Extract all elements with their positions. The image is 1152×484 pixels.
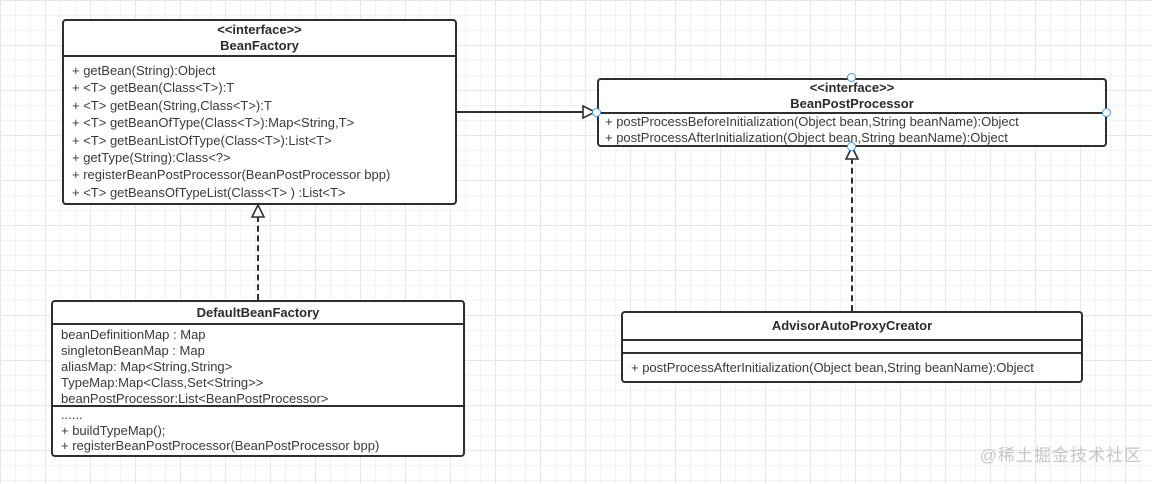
member-line: beanDefinitionMap : Map xyxy=(61,327,206,342)
member-line: + postProcessBeforeInitialization(Object… xyxy=(605,114,1019,129)
class-box-advisorautoproxycreator[interactable]: AdvisorAutoProxyCreator + postProcessAft… xyxy=(621,311,1083,383)
class-box-beanpostprocessor[interactable]: <<interface>> BeanPostProcessor + postPr… xyxy=(597,78,1107,147)
class-name-label: AdvisorAutoProxyCreator xyxy=(771,318,933,333)
class-name-label: BeanPostProcessor xyxy=(790,96,914,111)
member-line: + <T> getBean(String,Class<T>):T xyxy=(72,97,272,113)
member-line: + getType(String):Class<?> xyxy=(72,150,231,166)
class-title: <<interface>> BeanFactory xyxy=(64,21,455,55)
anchor-point-right[interactable] xyxy=(1102,108,1111,117)
connector-beanfactory-to-beanpostprocessor[interactable] xyxy=(457,111,583,113)
hollow-triangle-up-icon xyxy=(844,145,860,160)
stereotype-label: <<interface>> xyxy=(809,80,895,95)
connector-defaultbeanfactory-to-beanfactory[interactable] xyxy=(257,216,259,300)
member-line: + postProcessAfterInitialization(Object … xyxy=(605,129,1008,145)
member-line: ...... xyxy=(61,407,83,422)
class-name-label: DefaultBeanFactory xyxy=(196,305,320,320)
member-line: + <T> getBeanOfType(Class<T>):Map<String… xyxy=(72,115,355,131)
member-line: aliasMap: Map<String,String> xyxy=(61,359,233,374)
member-line: + <T> getBean(Class<T>):T xyxy=(72,80,235,96)
anchor-point-left[interactable] xyxy=(592,108,601,117)
class-title: AdvisorAutoProxyCreator xyxy=(623,313,1081,339)
fields-compartment-empty xyxy=(623,339,1081,352)
methods-compartment: + postProcessAfterInitialization(Object … xyxy=(623,352,1081,381)
member-line: + registerBeanPostProcessor(BeanPostProc… xyxy=(61,438,380,453)
connector-advisorautoproxycreator-to-beanpostprocessor[interactable] xyxy=(851,158,853,311)
hollow-triangle-right-icon xyxy=(582,104,597,120)
anchor-point-top[interactable] xyxy=(847,73,856,82)
member-line: + buildTypeMap(); xyxy=(61,422,166,438)
member-line: + registerBeanPostProcessor(BeanPostProc… xyxy=(72,167,391,183)
member-line: + postProcessAfterInitialization(Object … xyxy=(631,360,1034,375)
class-name-label: BeanFactory xyxy=(220,38,299,53)
member-line: singletonBeanMap : Map xyxy=(61,343,205,358)
member-line: + getBean(String):Object xyxy=(72,63,216,78)
class-title: DefaultBeanFactory xyxy=(53,302,463,323)
class-title: <<interface>> BeanPostProcessor xyxy=(599,80,1105,112)
hollow-triangle-up-icon xyxy=(250,203,266,218)
methods-compartment: + getBean(String):Object + <T> getBean(Cl… xyxy=(64,55,455,203)
class-box-defaultbeanfactory[interactable]: DefaultBeanFactory beanDefinitionMap : M… xyxy=(51,300,465,457)
methods-compartment: ......+ buildTypeMap();+ registerBeanPos… xyxy=(53,405,463,455)
class-box-beanfactory[interactable]: <<interface>> BeanFactory + getBean(Stri… xyxy=(62,19,457,205)
member-line: + <T> getBeansOfTypeList(Class<T> ) :Lis… xyxy=(72,184,346,200)
member-line: TypeMap:Map<Class,Set<String>> xyxy=(61,375,264,390)
methods-compartment: + postProcessBeforeInitialization(Object… xyxy=(599,112,1105,145)
stereotype-label: <<interface>> xyxy=(217,22,302,37)
member-line: beanPostProcessor:List<BeanPostProcessor… xyxy=(61,391,329,405)
watermark: @稀土掘金技术社区 xyxy=(979,446,1142,465)
member-line: + <T> getBeanListOfType(Class<T>):List<T… xyxy=(72,132,332,148)
anchor-point-bottom[interactable] xyxy=(847,142,856,151)
